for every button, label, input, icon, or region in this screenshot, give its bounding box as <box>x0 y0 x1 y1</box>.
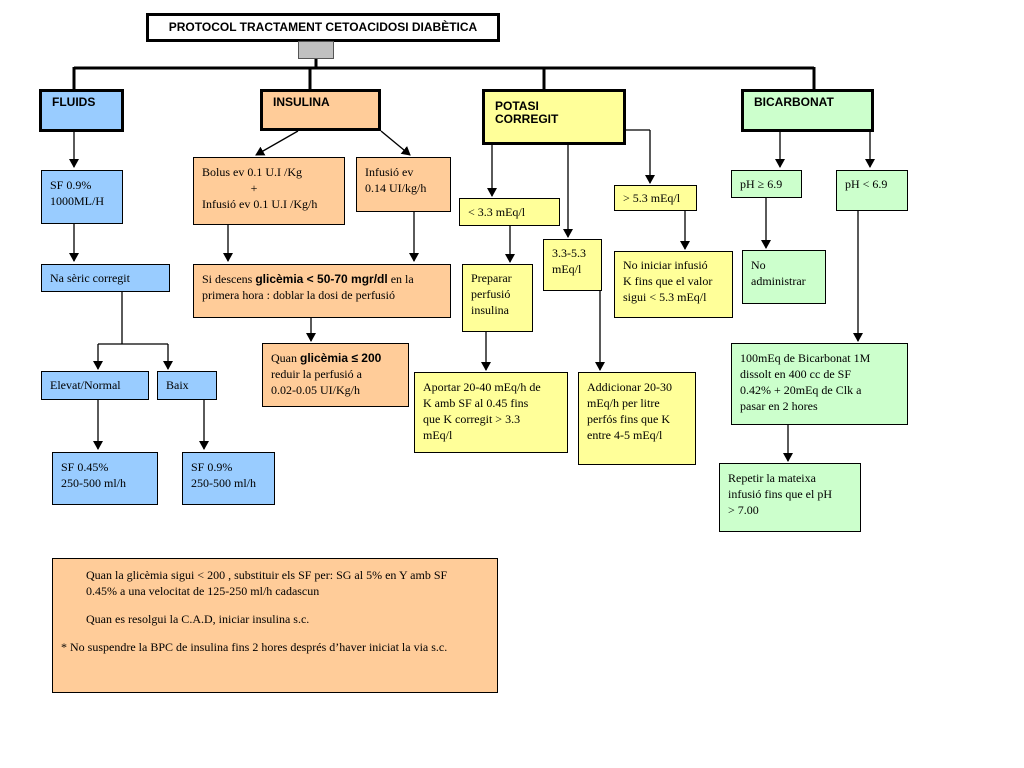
ph-ge-69-box: pH ≥ 6.9 <box>731 170 802 198</box>
infusio-line2: 0.14 UI/kg/h <box>365 181 427 195</box>
footnote-box: Quan la glicèmia sigui < 200 , substitui… <box>52 558 498 693</box>
addicionar-box: Addicionar 20-30 mEq/h per litre perfós … <box>578 372 696 465</box>
no-iniciar-box: No iniciar infusió K fins que el valor s… <box>614 251 733 318</box>
repetir-line3: > 7.00 <box>728 503 759 517</box>
descens-box: Si descens glicèmia < 50-70 mgr/dl en la… <box>193 264 451 318</box>
baix-box: Baix <box>157 371 217 400</box>
header-insulina-label: INSULINA <box>273 95 330 109</box>
aportar-line1: Aportar 20-40 mEq/h de <box>423 380 541 394</box>
infusio-box: Infusió ev 0.14 UI/kg/h <box>356 157 451 212</box>
quan-line2: reduir la perfusió a <box>271 367 362 381</box>
sf-09-result-line1: SF 0.9% <box>191 460 233 474</box>
footnote-line3: Quan es resolgui la C.A.D, iniciar insul… <box>86 612 310 626</box>
diagram-title: PROTOCOL TRACTAMENT CETOACIDOSI DIABÈTIC… <box>146 13 500 42</box>
no-iniciar-line1: No iniciar infusió <box>623 258 708 272</box>
no-iniciar-line3: sigui < 5.3 mEq/l <box>623 290 707 304</box>
aportar-box: Aportar 20-40 mEq/h de K amb SF al 0.45 … <box>414 372 568 453</box>
ph-lt-69-label: pH < 6.9 <box>845 177 888 191</box>
header-bicarbonat-label: BICARBONAT <box>754 95 834 109</box>
bolus-line3: Infusió ev 0.1 U.I /Kg/h <box>202 197 318 211</box>
infusio-line1: Infusió ev <box>365 165 414 179</box>
na-seric-label: Na sèric corregit <box>50 271 130 285</box>
dose-line3: 0.42% + 20mEq de Clk a <box>740 383 862 397</box>
repetir-line1: Repetir la mateixa <box>728 471 816 485</box>
header-insulina: INSULINA <box>260 89 381 131</box>
baix-label: Baix <box>166 378 189 392</box>
preparar-box: Preparar perfusió insulina <box>462 264 533 332</box>
sf-045-line2: 250-500 ml/h <box>61 476 126 490</box>
header-potasi-line1: POTASI <box>495 99 539 113</box>
footnote-line4: * No suspendre la BPC de insulina fins 2… <box>61 640 448 654</box>
k-range-line2: mEq/l <box>552 262 582 276</box>
quan-text-a: Quan <box>271 351 300 365</box>
dose-line2: dissolt en 400 cc de SF <box>740 367 851 381</box>
elevat-normal-box: Elevat/Normal <box>41 371 149 400</box>
addicionar-line4: entre 4-5 mEq/l <box>587 428 663 442</box>
header-fluids-label: FLUIDS <box>52 95 96 109</box>
k-range-line1: 3.3-5.3 <box>552 246 586 260</box>
descens-text-c: en la <box>387 272 414 286</box>
sf-045-result-box: SF 0.45% 250-500 ml/h <box>52 452 158 505</box>
sf-09-result-box: SF 0.9% 250-500 ml/h <box>182 452 275 505</box>
addicionar-line3: perfós fins que K <box>587 412 670 426</box>
addicionar-line1: Addicionar 20-30 <box>587 380 672 394</box>
na-seric-box: Na sèric corregit <box>41 264 170 292</box>
header-fluids: FLUIDS <box>39 89 124 132</box>
sf-045-line1: SF 0.45% <box>61 460 109 474</box>
k-range-box: 3.3-5.3 mEq/l <box>543 239 602 291</box>
sf-09-line2: 1000ML/H <box>50 194 104 208</box>
aportar-line3: que K corregit > 3.3 <box>423 412 521 426</box>
quan-glicemia: glicèmia ≤ 200 <box>300 351 382 365</box>
bicarbonat-dose-box: 100mEq de Bicarbonat 1M dissolt en 400 c… <box>731 343 908 425</box>
quan-line3: 0.02-0.05 UI/Kg/h <box>271 383 360 397</box>
no-administrar-line2: administrar <box>751 274 806 288</box>
descens-line2: primera hora : doblar la dosi de perfusi… <box>202 288 395 302</box>
bolus-box: Bolus ev 0.1 U.I /Kg + Infusió ev 0.1 U.… <box>193 157 345 225</box>
title-connector-tab <box>298 41 334 59</box>
k-lt-33-label: < 3.3 mEq/l <box>468 205 526 219</box>
footnote-line2: 0.45% a una velocitat de 125-250 ml/h ca… <box>86 584 320 598</box>
descens-text-a: Si descens <box>202 272 256 286</box>
k-gt-53-label: > 5.3 mEq/l <box>623 191 681 205</box>
quan-glicemia-box: Quan glicèmia ≤ 200 reduir la perfusió a… <box>262 343 409 407</box>
ph-lt-69-box: pH < 6.9 <box>836 170 908 211</box>
no-administrar-line1: No <box>751 258 766 272</box>
repetir-box: Repetir la mateixa infusió fins que el p… <box>719 463 861 532</box>
arrow-insulina-bolus <box>255 130 299 156</box>
preparar-line1: Preparar <box>471 271 512 285</box>
footnote-line1: Quan la glicèmia sigui < 200 , substitui… <box>86 568 448 582</box>
repetir-line2: infusió fins que el pH <box>728 487 832 501</box>
k-lt-33-box: < 3.3 mEq/l <box>459 198 560 226</box>
no-administrar-box: No administrar <box>742 250 826 304</box>
aportar-line2: K amb SF al 0.45 fins <box>423 396 529 410</box>
arrow-insulina-infusio <box>380 130 411 156</box>
descens-glicemia: glicèmia < 50-70 mgr/dl <box>255 272 388 286</box>
header-bicarbonat: BICARBONAT <box>741 89 874 132</box>
header-potasi-line2: CORREGIT <box>495 112 559 126</box>
sf-09-box: SF 0.9% 1000ML/H <box>41 170 123 224</box>
dose-line1: 100mEq de Bicarbonat 1M <box>740 351 871 365</box>
sf-09-result-line2: 250-500 ml/h <box>191 476 256 490</box>
elevat-normal-label: Elevat/Normal <box>50 378 121 392</box>
bolus-plus: + <box>250 181 258 195</box>
aportar-line4: mEq/l <box>423 428 453 442</box>
preparar-line3: insulina <box>471 303 509 317</box>
dose-line4: pasar en 2 hores <box>740 399 818 413</box>
preparar-line2: perfusió <box>471 287 511 301</box>
sf-09-line1: SF 0.9% <box>50 178 92 192</box>
no-iniciar-line2: K fins que el valor <box>623 274 713 288</box>
k-gt-53-box: > 5.3 mEq/l <box>614 185 697 211</box>
ph-ge-69-label: pH ≥ 6.9 <box>740 177 783 191</box>
bolus-line1: Bolus ev 0.1 U.I /Kg <box>202 165 302 179</box>
addicionar-line2: mEq/h per litre <box>587 396 660 410</box>
